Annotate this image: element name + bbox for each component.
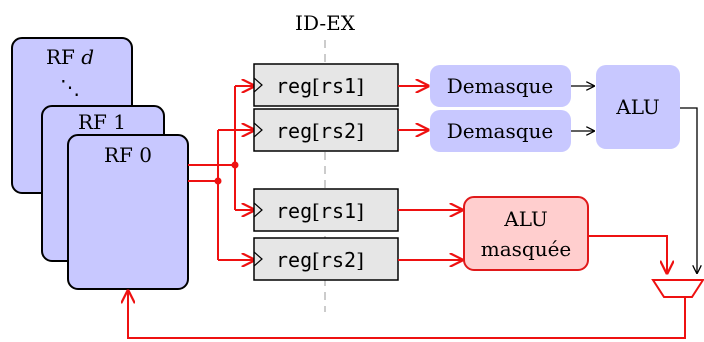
read-wires bbox=[188, 86, 254, 260]
register-file-0: RF 0 bbox=[67, 134, 189, 290]
pipeline-reg-rs2-bottom: reg[rs2] bbox=[253, 237, 399, 281]
svg-text:reg[rs2]: reg[rs2] bbox=[276, 119, 364, 143]
masked-alu-line2: masquée bbox=[481, 237, 572, 261]
svg-text:reg[rs1]: reg[rs1] bbox=[276, 199, 364, 223]
junction-dot bbox=[214, 177, 222, 185]
junction-dot bbox=[231, 161, 239, 169]
reg-keyword: reg bbox=[276, 199, 312, 223]
alu-block: ALU bbox=[596, 65, 680, 149]
reg-arg: rs1 bbox=[320, 199, 356, 223]
reg-arg: rs2 bbox=[320, 119, 356, 143]
rf-0-prefix: RF bbox=[104, 143, 133, 167]
pipeline-reg-rs1-bottom: reg[rs1] bbox=[253, 188, 399, 232]
unmask-label: Demasque bbox=[447, 74, 554, 98]
rf-1-index: 1 bbox=[113, 110, 126, 134]
rf-d-prefix: RF bbox=[46, 45, 75, 69]
alu-output-wire bbox=[680, 107, 697, 273]
svg-text:RF 1: RF 1 bbox=[78, 110, 126, 134]
reg-arg: rs2 bbox=[320, 248, 356, 272]
output-mux bbox=[651, 279, 704, 298]
unmask-block-bottom: Demasque bbox=[430, 110, 571, 152]
svg-text:reg[rs1]: reg[rs1] bbox=[276, 74, 364, 98]
stage-label: ID-EX bbox=[295, 11, 356, 35]
rf-ellipsis: ⋱ bbox=[60, 75, 80, 99]
unmask-label: Demasque bbox=[447, 119, 554, 143]
pipeline-reg-rs2-top: reg[rs2] bbox=[253, 108, 399, 152]
register-output-wires bbox=[398, 86, 462, 260]
alu-label: ALU bbox=[615, 95, 660, 119]
svg-text:RF d: RF d bbox=[46, 45, 94, 69]
masked-alu-block: ALU masquée bbox=[463, 196, 589, 271]
writeback-wire bbox=[128, 291, 686, 339]
unmask-block-top: Demasque bbox=[430, 65, 571, 107]
reg-keyword: reg bbox=[276, 248, 312, 272]
reg-keyword: reg bbox=[276, 119, 312, 143]
rf-0-index: 0 bbox=[139, 143, 152, 167]
masked-alu-line1: ALU bbox=[503, 207, 548, 231]
svg-text:RF 0: RF 0 bbox=[104, 143, 152, 167]
reg-arg: rs1 bbox=[320, 74, 356, 98]
reg-keyword: reg bbox=[276, 74, 312, 98]
svg-text:reg[rs2]: reg[rs2] bbox=[276, 248, 364, 272]
pipeline-reg-rs1-top: reg[rs1] bbox=[253, 63, 399, 107]
rf-d-index: d bbox=[81, 45, 94, 69]
rf-1-prefix: RF bbox=[78, 110, 107, 134]
masked-alu-output-wire bbox=[588, 235, 667, 273]
